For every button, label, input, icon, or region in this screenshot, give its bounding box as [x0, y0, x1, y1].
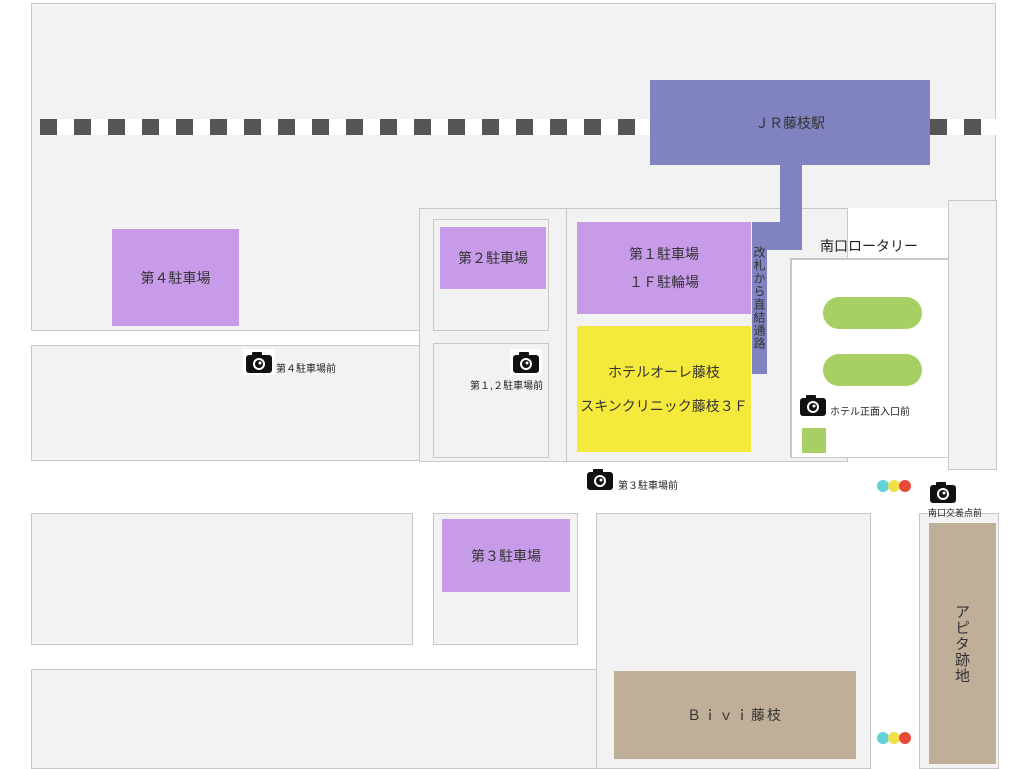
block-east-strip [948, 200, 997, 470]
bivi-building[interactable]: Ｂｉｖｉ藤枝 [614, 671, 856, 759]
apita-site[interactable]: アピタ跡地 [929, 523, 996, 764]
direct-passage: 改札から直結通路 [752, 222, 767, 374]
camera-icon[interactable] [584, 466, 616, 492]
parking-4[interactable]: 第４駐車場 [112, 229, 239, 326]
station-building[interactable]: ＪＲ藤枝駅 [650, 80, 930, 165]
camera-label-p12: 第１,２駐車場前 [470, 381, 544, 392]
railway-line [930, 119, 996, 135]
clinic-name: スキンクリニック藤枝３Ｆ [580, 399, 748, 415]
parking-4-label: 第４駐車場 [140, 270, 211, 287]
rotary-island [823, 297, 922, 329]
passage-label: 改札から直結通路 [752, 246, 766, 350]
parking-2[interactable]: 第２駐車場 [440, 227, 546, 289]
block-west [31, 345, 421, 461]
rotary-island [823, 354, 922, 386]
block-southwest [31, 513, 413, 645]
camera-icon[interactable] [927, 479, 959, 505]
bivi-label: Ｂｉｖｉ藤枝 [687, 708, 783, 724]
hotel-building[interactable]: ホテルオーレ藤枝 スキンクリニック藤枝３Ｆ [577, 326, 751, 452]
parking-3-label: 第３駐車場 [471, 548, 541, 565]
camera-icon[interactable] [510, 349, 542, 375]
camera-label-p3: 第３駐車場前 [618, 481, 678, 492]
parking-3[interactable]: 第３駐車場 [442, 519, 570, 592]
parking-2-label: 第２駐車場 [458, 251, 528, 267]
station-name: ＪＲ藤枝駅 [755, 115, 825, 132]
hotel-name: ホテルオーレ藤枝 [608, 365, 720, 381]
parking-1-label: 第１駐車場 [629, 247, 699, 263]
railway-line [40, 119, 651, 135]
rotary-label: 南口ロータリー [820, 239, 918, 255]
apita-label: アピタ跡地 [953, 603, 971, 684]
traffic-light-icon [877, 480, 911, 492]
camera-label-crossing: 南口交差点前 [928, 509, 983, 519]
camera-label-p4: 第４駐車場前 [276, 364, 336, 375]
traffic-light-icon [877, 732, 911, 744]
camera-label-hotel: ホテル正面入口前 [830, 407, 910, 418]
camera-icon[interactable] [797, 392, 829, 418]
green-plot [802, 428, 826, 453]
camera-icon[interactable] [243, 349, 275, 375]
bicycle-parking-label: １Ｆ駐輪場 [629, 275, 699, 291]
parking-1[interactable]: 第１駐車場 １Ｆ駐輪場 [577, 222, 751, 314]
